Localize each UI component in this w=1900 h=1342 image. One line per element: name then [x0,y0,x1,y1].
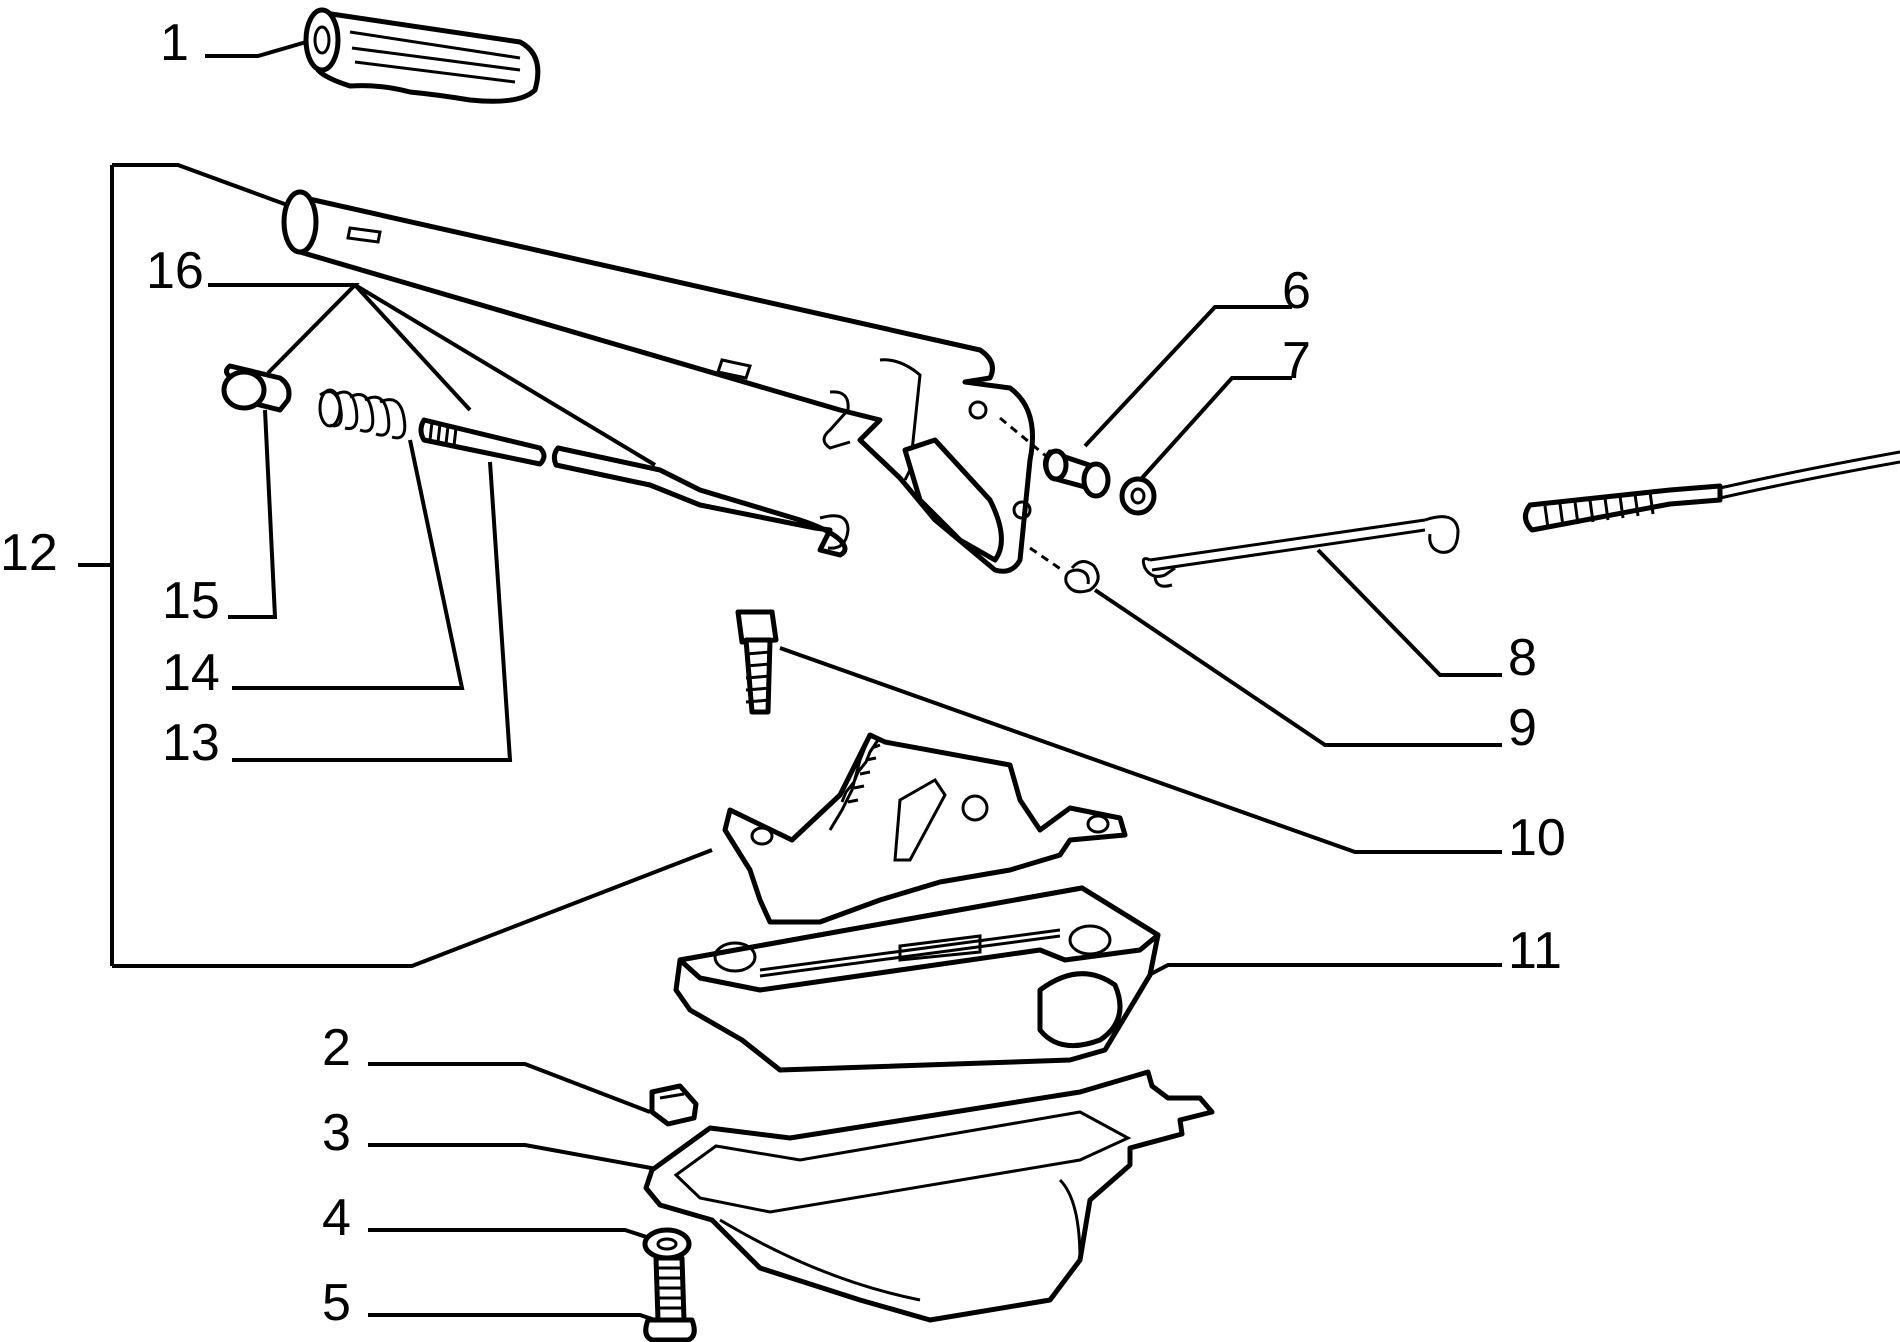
tie-rod-part [1141,515,1460,588]
leader-lines [78,36,1502,1322]
support-bracket-part [673,885,1161,1073]
leader-16-b [353,283,472,412]
leader-10 [779,646,1502,854]
callout-9: 9 [1508,699,1537,757]
leader-4 [368,1228,663,1244]
ratchet-sector-part [722,732,1128,925]
release-rod-part [551,445,850,558]
bolt-part [735,609,779,715]
leader-16-c [353,283,657,467]
retaining-clip-part [1029,546,1100,594]
hand-grip-part [303,7,541,104]
leader-16-a [208,283,360,375]
housing-cover-part [643,1069,1215,1323]
leader-14 [232,439,465,690]
release-button-part [221,363,292,413]
leader-12-bottom [112,848,713,968]
leader-3 [368,1143,663,1172]
spring-part [318,388,407,440]
callout-8: 8 [1508,629,1537,687]
screw-part [643,1255,697,1342]
callout-labels: 1 2 3 4 5 6 7 8 9 10 11 12 13 14 15 16 [0,14,1566,1332]
leader-15 [228,409,278,619]
callout-4: 4 [322,1189,351,1247]
callout-5: 5 [322,1274,351,1332]
leader-8 [1316,548,1502,677]
leader-5 [368,1313,656,1322]
leader-9 [1093,588,1502,747]
brake-cable-part [1523,450,1900,533]
pin-washer-part [1119,476,1157,516]
clip-nut-part [649,1083,699,1127]
leader-1 [205,36,321,58]
callout-14: 14 [162,644,220,702]
callout-6: 6 [1282,262,1311,320]
leader-6 [1083,305,1292,448]
callout-12: 12 [0,524,58,582]
callout-13: 13 [162,714,220,772]
callout-16: 16 [146,242,204,300]
callout-2: 2 [322,1019,351,1077]
pivot-pin-part [999,416,1111,499]
callout-15: 15 [162,572,220,630]
callout-11: 11 [1508,922,1562,980]
lever-body-part [281,189,1035,574]
callout-10: 10 [1508,809,1566,867]
callout-1: 1 [160,14,189,72]
leader-7 [1140,376,1292,480]
threaded-rod-part [418,417,547,467]
leader-2 [368,1062,651,1114]
leader-12-bracket [112,163,291,208]
washer-part [642,1227,692,1261]
callout-3: 3 [322,1104,351,1162]
leader-11 [1129,963,1502,987]
callout-7: 7 [1282,332,1311,390]
leader-13 [232,461,513,762]
